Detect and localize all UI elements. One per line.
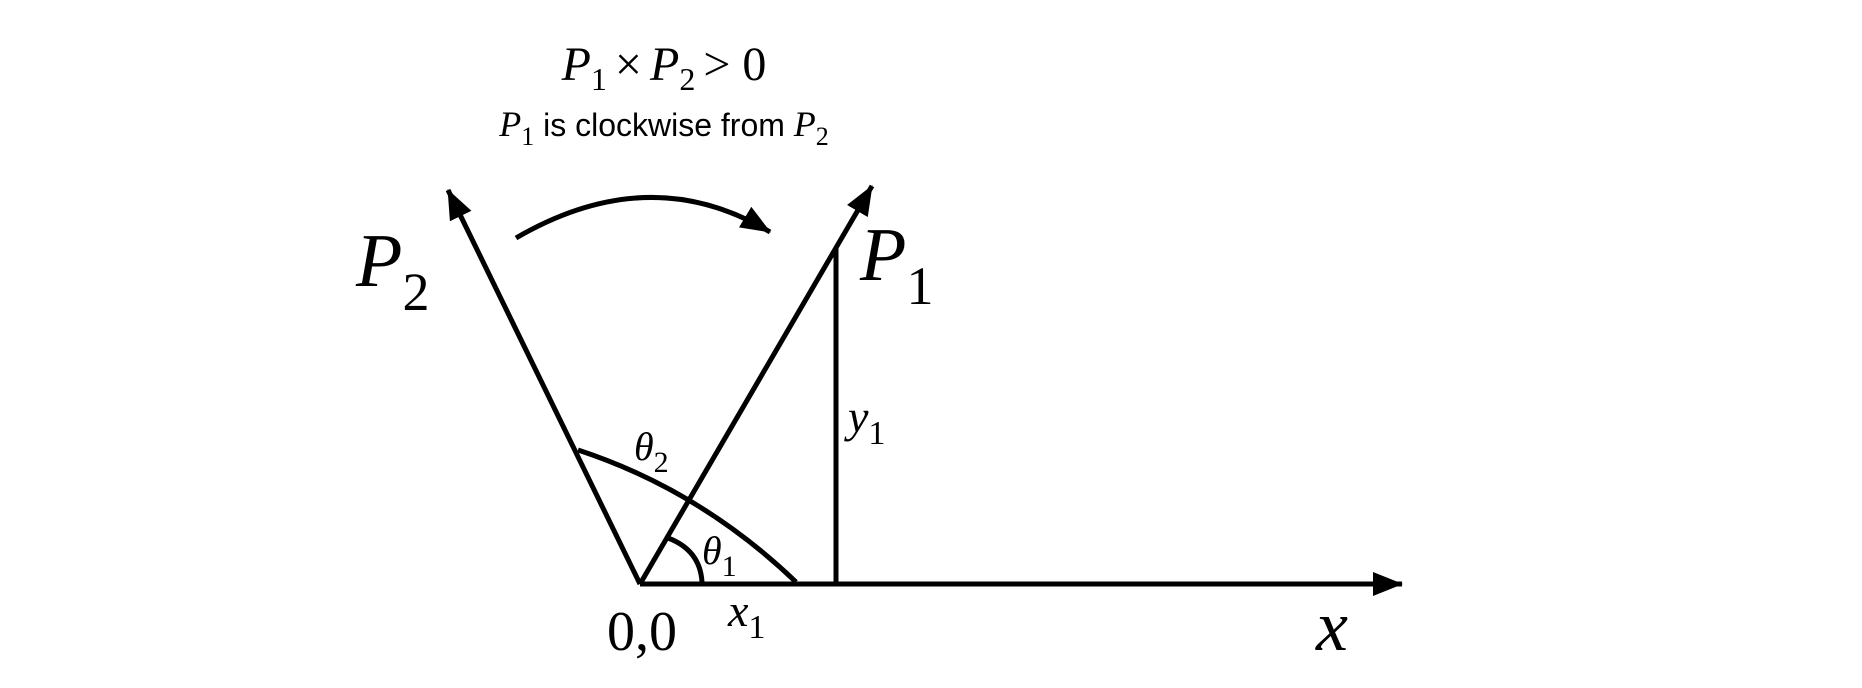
caption-p2-sub: 2 [816, 122, 829, 151]
theta1-label: θ1 [702, 528, 737, 583]
y1-label-letter: y [844, 391, 869, 442]
formula-p2-letter: P [649, 38, 679, 91]
theta1-label-letter: θ [702, 528, 722, 573]
formula-cross-sign: × [615, 38, 642, 91]
formula-text: P1×P2> 0 [561, 38, 767, 97]
caption-middle-text: is clockwise from [534, 107, 794, 143]
formula-p1-letter: P [561, 38, 591, 91]
p2-label: P2 [355, 219, 429, 322]
x-axis-label: x [1315, 586, 1348, 666]
x1-label-letter: x [727, 585, 749, 636]
caption-p1-letter: P [498, 104, 521, 144]
theta2-arc [577, 447, 798, 584]
y1-label: y1 [844, 391, 885, 452]
x1-label-sub: 1 [748, 609, 765, 646]
p1-label: P1 [859, 213, 933, 316]
formula-p1-sub: 1 [591, 61, 607, 97]
clockwise-arrow [514, 194, 772, 241]
theta2-label: θ2 [634, 424, 669, 479]
caption-p2-letter: P [793, 104, 816, 144]
p2-label-letter: P [355, 219, 402, 303]
p2-vector [445, 188, 643, 586]
p2-label-sub: 2 [402, 262, 429, 322]
formula-p2-sub: 2 [679, 61, 695, 97]
p1-vector [637, 184, 875, 586]
theta2-label-letter: θ [634, 424, 654, 469]
p1-label-letter: P [859, 213, 906, 297]
p1-label-sub: 1 [906, 256, 933, 316]
theta2-label-sub: 2 [654, 446, 669, 479]
theta1-arc [667, 535, 705, 583]
y1-label-sub: 1 [868, 415, 885, 452]
origin-label: 0,0 [607, 601, 677, 663]
theta1-label-sub: 1 [722, 550, 737, 583]
caption-text: P1 is clockwise from P2 [498, 104, 829, 151]
formula-comparison: > 0 [703, 38, 766, 91]
x1-label: x1 [727, 585, 765, 646]
caption-p1-sub: 1 [521, 122, 534, 151]
